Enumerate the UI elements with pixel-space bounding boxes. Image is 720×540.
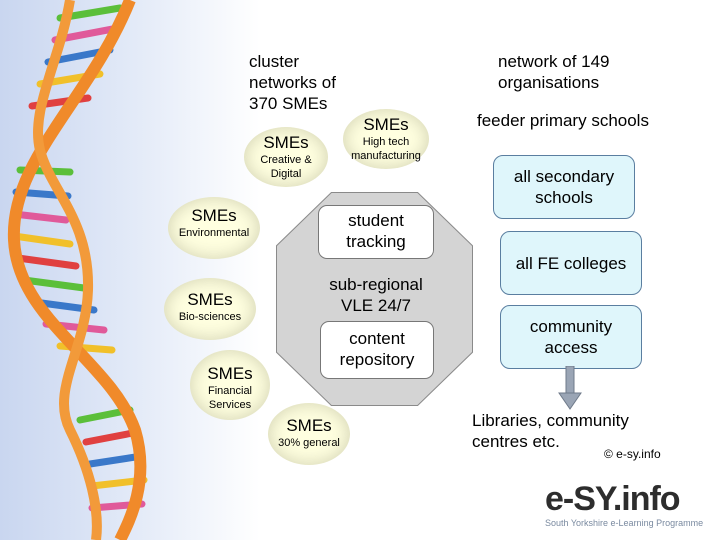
secondary-schools-box: all secondary schools — [493, 155, 635, 219]
dna-helix-image — [7, 0, 148, 540]
student-tracking-box: student tracking — [318, 205, 434, 259]
student-tracking-line-2: tracking — [346, 232, 406, 251]
smes-title: SMEs — [187, 290, 233, 309]
cluster-label: cluster networks of 370 SMEs — [249, 51, 336, 114]
vle-line-1: sub-regional — [329, 275, 423, 294]
smes-title: SMEs — [207, 364, 253, 383]
smes-financial-services: SMEs Financial Services — [190, 350, 270, 420]
down-arrow-icon — [558, 366, 582, 410]
smes-title: SMEs — [363, 115, 409, 134]
fe-colleges-label: all FE colleges — [515, 254, 627, 273]
smes-title: SMEs — [286, 416, 332, 435]
libraries-line-1: Libraries, community — [472, 411, 629, 430]
content-repository-box: content repository — [320, 321, 434, 379]
libraries-line-2: centres etc. — [472, 432, 560, 451]
feeder-label: feeder primary schools — [477, 111, 649, 130]
network-label: network of 149 organisations — [498, 51, 610, 93]
content-repository-line-2: repository — [339, 350, 415, 369]
esy-logo: e-SY.info South Yorkshire e-Learning Pro… — [545, 480, 715, 535]
smes-subtitle: Financial Services — [207, 385, 253, 411]
smes-subtitle: Creative & Digital — [260, 154, 312, 180]
smes-creative-digital: SMEs Creative & Digital — [244, 127, 328, 187]
community-line-1: community — [529, 317, 613, 336]
cluster-line-3: 370 SMEs — [249, 94, 328, 113]
cluster-line-1: cluster — [249, 52, 300, 71]
smes-bio-sciences: SMEs Bio-sciences — [164, 278, 256, 340]
logo-tagline: South Yorkshire e-Learning Programme — [545, 518, 704, 528]
smes-subtitle: 30% general — [278, 437, 340, 449]
network-line-2: organisations — [498, 73, 600, 92]
smes-environmental: SMEs Environmental — [168, 197, 260, 259]
smes-title: SMEs — [191, 206, 237, 225]
vle-line-2: VLE 24/7 — [341, 296, 411, 315]
smes-title: SMEs — [263, 133, 309, 152]
vle-label: sub-regional VLE 24/7 — [312, 274, 440, 316]
logo-text: e-SY.info — [545, 480, 681, 518]
copyright-label: © e-sy.info — [604, 447, 661, 461]
fe-colleges-box: all FE colleges — [500, 231, 642, 295]
libraries-label: Libraries, community centres etc. — [472, 410, 629, 452]
cluster-line-2: networks of — [249, 73, 336, 92]
community-access-box: community access — [500, 305, 642, 369]
smes-subtitle: High tech manufacturing — [351, 136, 421, 162]
content-repository-line-1: content — [349, 329, 405, 348]
smes-subtitle: Bio-sciences — [178, 311, 242, 323]
smes-subtitle: Environmental — [178, 227, 250, 239]
network-line-1: network of 149 — [498, 52, 610, 71]
smes-high-tech: SMEs High tech manufacturing — [343, 109, 429, 169]
secondary-line-2: schools — [535, 188, 593, 207]
community-line-2: access — [544, 338, 598, 357]
smes-general: SMEs 30% general — [268, 403, 350, 465]
student-tracking-line-1: student — [348, 211, 404, 230]
secondary-line-1: all secondary — [513, 167, 615, 186]
